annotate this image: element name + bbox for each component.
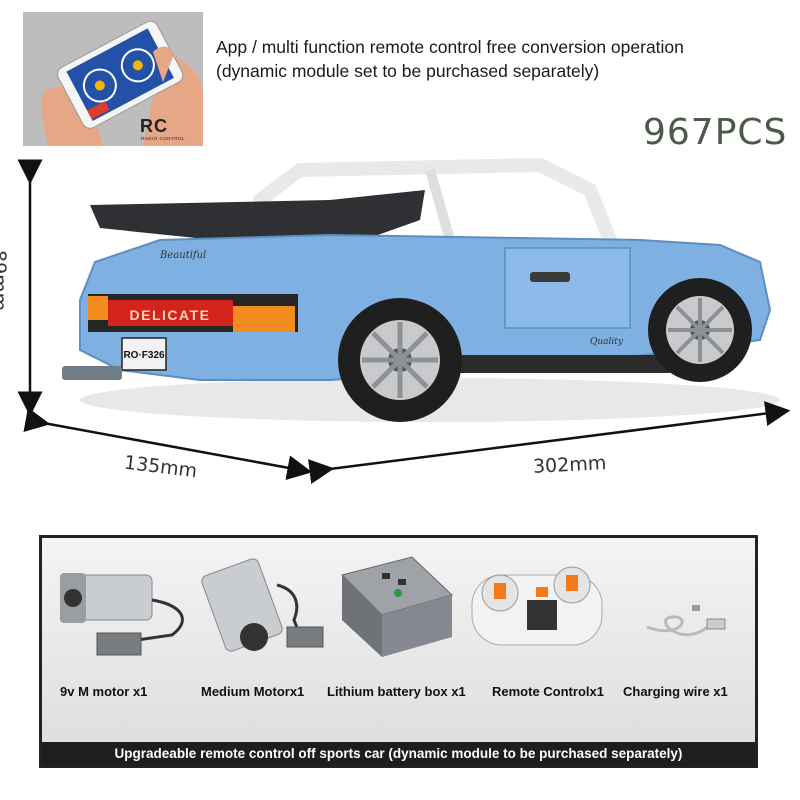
medium-motor-icon [201,558,324,652]
width-arrow [23,407,313,481]
length-arrow [308,401,791,484]
part-label-charging-wire: Charging wire x1 [623,684,728,699]
car-illustration: DELICATE RO·F326 Beautiful Quality [17,157,791,484]
parts-illustrations [60,556,726,657]
script-badge-top: Beautiful [159,250,206,261]
part-label-m-motor: 9v M motor x1 [60,684,148,699]
remote-control-icon [471,566,603,646]
length-dimension: 302mm [532,452,607,478]
header-line-1: App / multi function remote control free… [216,37,684,57]
header-line-2: (dynamic module set to be purchased sepa… [216,61,600,81]
rear-wheel [338,298,462,422]
phone-in-hand-icon [23,12,203,146]
script-badge-door: Quality [590,337,624,347]
height-dimension: 89mm [0,250,10,312]
exhaust-pipe [62,366,122,380]
part-label-remote-control: Remote Controlx1 [492,684,604,699]
battery-box-icon [341,556,453,657]
footer-caption: Upgradeable remote control off sports ca… [42,742,755,766]
door-panel [504,247,631,329]
rc-subtitle: RADIO CONTROL [141,136,186,141]
rear-light-bar [108,300,233,326]
piece-count: 967PCS [643,112,788,153]
rc-logo: RC [140,116,168,136]
roll-cage [253,157,617,247]
part-label-battery-box: Lithium battery box x1 [327,684,466,699]
m-motor-icon [60,573,184,656]
plate-text: RO·F326 [123,350,165,361]
charging-wire-icon [646,605,726,637]
front-wheel [648,278,752,382]
door-handle [530,272,570,282]
app-control-thumbnail [23,12,203,146]
license-plate [121,337,167,371]
part-label-medium-motor: Medium Motorx1 [201,684,305,699]
rear-label: DELICATE [130,307,211,323]
